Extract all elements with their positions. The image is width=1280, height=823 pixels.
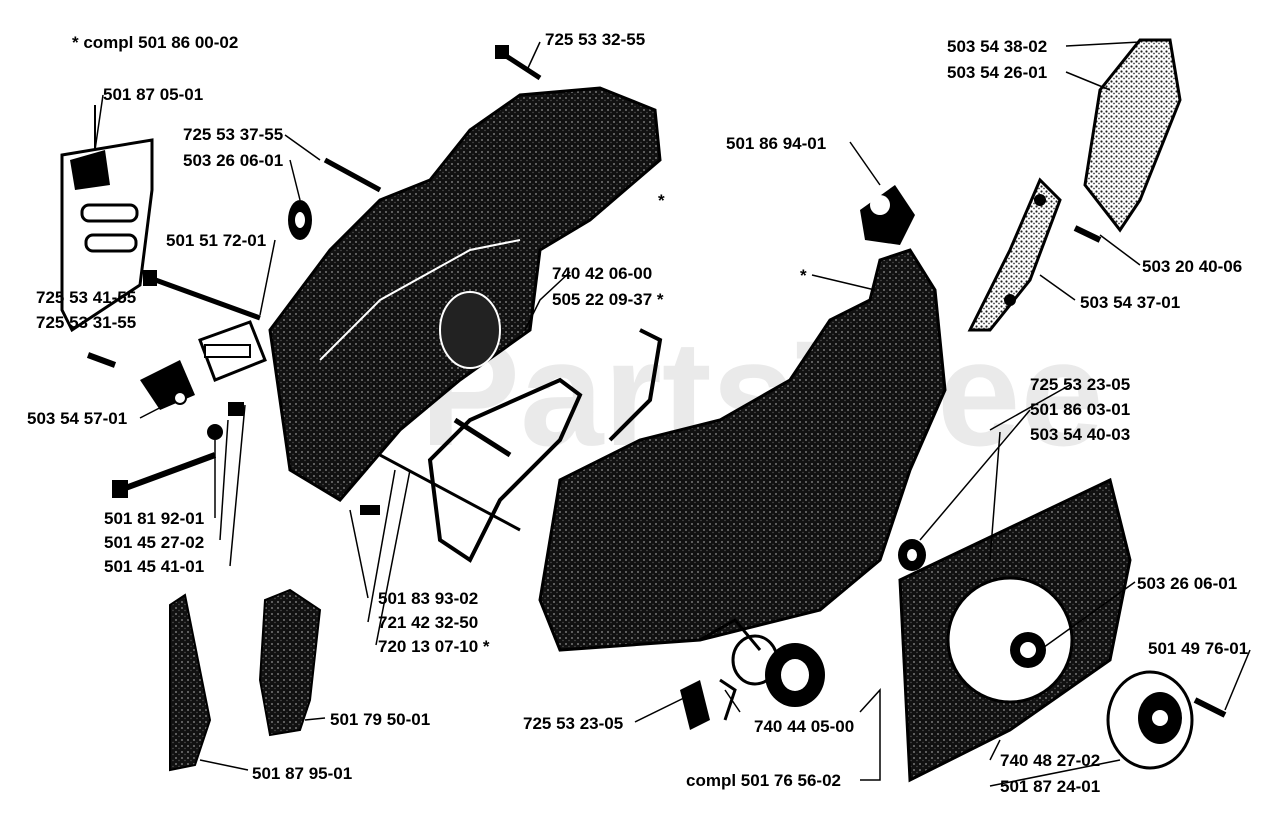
part-label-740-44-05-00: 740 44 05-00 <box>754 717 855 736</box>
part-label-725-53-23-05: 725 53 23-05 <box>523 714 624 733</box>
part-label-725-53-37-55: 725 53 37-55 <box>183 125 284 144</box>
tank-caps <box>680 634 825 730</box>
part-label-501-86-03-01: 501 86 03-01 <box>1030 400 1131 419</box>
part-label-501-87-05-01: 501 87 05-01 <box>103 85 204 104</box>
part-label-503-26-06-01: 503 26 06-01 <box>1137 574 1238 593</box>
part-label-501-45-41-01: 501 45 41-01 <box>104 557 205 576</box>
part-label-503-54-57-01: 503 54 57-01 <box>27 409 128 428</box>
part-label-503-54-37-01: 503 54 37-01 <box>1080 293 1181 312</box>
chain-guide-plate <box>60 105 154 333</box>
part-label-501-45-27-02: 501 45 27-02 <box>104 533 205 552</box>
part-label-505-22-09-37: 505 22 09-37 * <box>552 290 664 309</box>
crankcase <box>538 185 947 652</box>
part-label-503-20-40-06: 503 20 40-06 <box>1142 257 1243 276</box>
bolts-left <box>86 45 542 498</box>
chain-catcher <box>169 588 322 772</box>
part-label-501-83-93-02: 501 83 93-02 <box>378 589 479 608</box>
part-label-compl-501-76-56-02: compl 501 76 56-02 <box>686 771 841 790</box>
part-label-501-79-50-01: 501 79 50-01 <box>330 710 431 729</box>
part-label-501-49-76-01: 501 49 76-01 <box>1148 639 1249 658</box>
clutch-cover <box>268 86 662 502</box>
part-label-501-81-92-01: 501 81 92-01 <box>104 509 205 528</box>
part-label-501-87-95-01: 501 87 95-01 <box>252 764 353 783</box>
part-label-720-13-07-10: 720 13 07-10 * <box>378 637 490 656</box>
part-label-740-42-06-00: 740 42 06-00 <box>552 264 653 283</box>
part-label-740-48-27-02: 740 48 27-02 <box>1000 751 1101 770</box>
gasket-and-pin <box>360 328 663 563</box>
part-label-501-51-72-01: 501 51 72-01 <box>166 231 267 250</box>
starter-cover <box>898 477 1132 783</box>
part-label-721-42-32-50: 721 42 32-50 <box>378 613 479 632</box>
part-label-725-53-32-55: 725 53 32-55 <box>545 30 646 49</box>
star-marker: * <box>800 266 807 285</box>
compl-note: * compl 501 86 00-02 <box>72 33 239 52</box>
part-label-725-53-41-55: 725 53 41-55 <box>36 288 137 307</box>
starter-pulley <box>1106 670 1227 770</box>
star-marker: * <box>658 191 665 210</box>
chain-tensioner <box>140 320 267 440</box>
leader-lines <box>94 41 1251 787</box>
part-label-503-54-38-02: 503 54 38-02 <box>947 37 1048 56</box>
part-label-501-87-24-01: 501 87 24-01 <box>1000 777 1101 796</box>
part-label-503-26-06-01: 503 26 06-01 <box>183 151 284 170</box>
part-label-503-54-26-01: 503 54 26-01 <box>947 63 1048 82</box>
part-label-503-54-40-03: 503 54 40-03 <box>1030 425 1131 444</box>
part-label-725-53-23-05: 725 53 23-05 <box>1030 375 1131 394</box>
part-label-501-86-94-01: 501 86 94-01 <box>726 134 827 153</box>
part-label-725-53-31-55: 725 53 31-55 <box>36 313 137 332</box>
cylinder-shield <box>967 38 1182 332</box>
